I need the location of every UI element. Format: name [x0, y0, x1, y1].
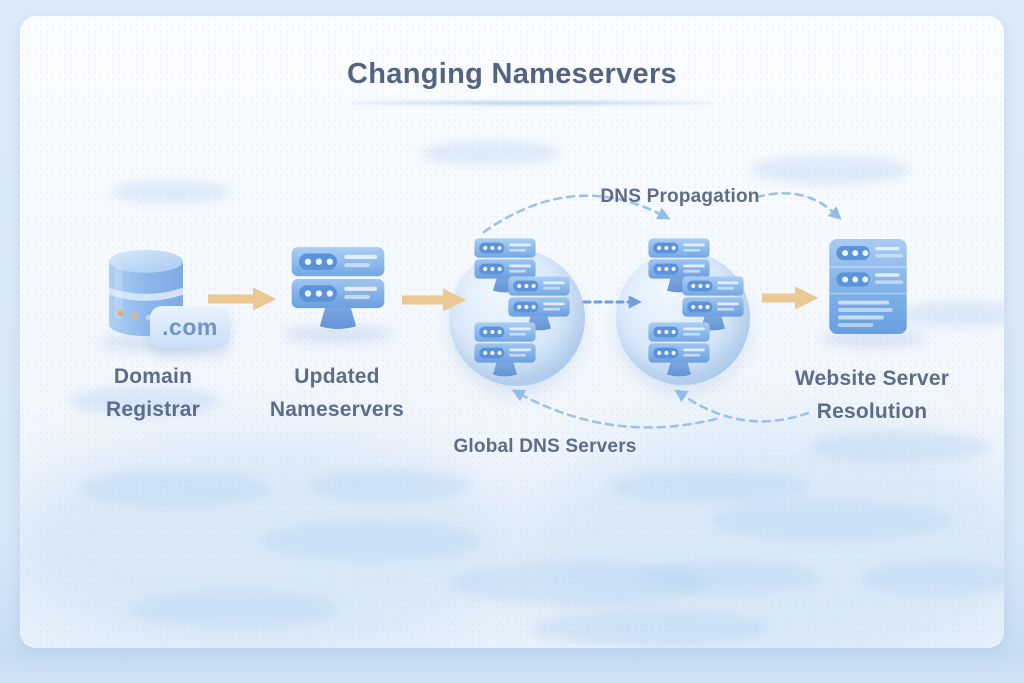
updated-nameservers-label: Updated Nameservers — [269, 365, 405, 421]
icon-shadow — [283, 326, 395, 343]
dns-propagation-label: DNS Propagation — [600, 186, 760, 207]
domain-registrar-label: Domain Registrar — [105, 365, 200, 421]
page-title: Changing Nameservers — [347, 58, 677, 90]
server-monitor-icon — [288, 245, 388, 338]
dotcom-badge-label: .com — [162, 313, 218, 340]
dns-server-icon — [472, 321, 538, 384]
server-tower-icon — [824, 237, 912, 341]
global-dns-servers-label: Global DNS Servers — [453, 436, 637, 457]
website-server-label: Website Server Resolution — [794, 367, 950, 423]
dns-server-icon — [646, 321, 712, 384]
dotcom-badge: .com — [150, 306, 230, 348]
title-underline — [352, 100, 712, 106]
icon-shadow — [820, 330, 928, 347]
